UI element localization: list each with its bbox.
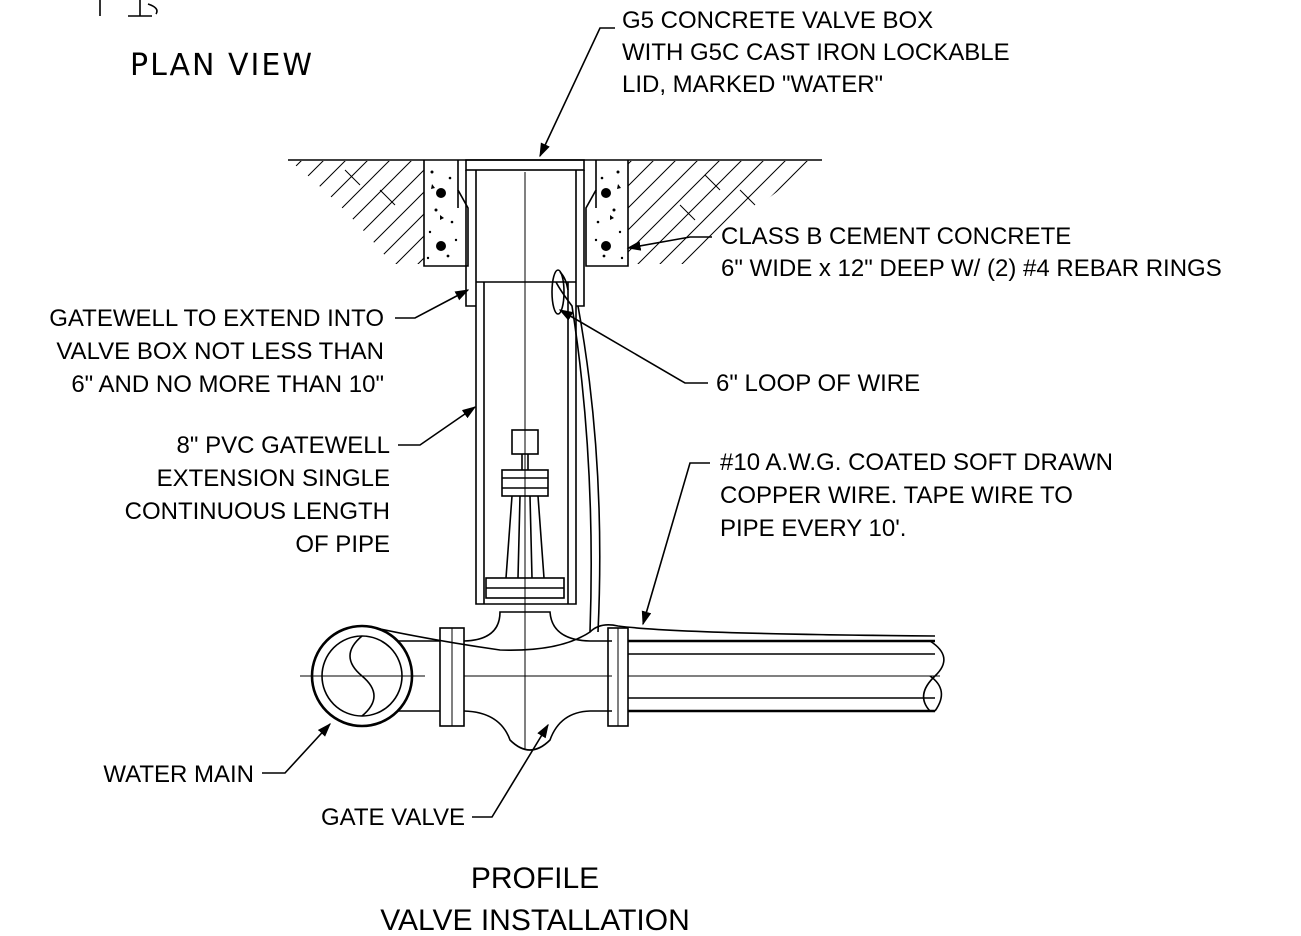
ground-soil bbox=[288, 159, 822, 264]
callout-concrete: CLASS B CEMENT CONCRETE 6" WIDE x 12" DE… bbox=[721, 223, 1222, 282]
pvc-gatewell bbox=[475, 282, 577, 605]
valve-box-line1: G5 CONCRETE VALVE BOX bbox=[622, 7, 933, 34]
valve-box bbox=[465, 159, 585, 307]
profile-subtitle: VALVE INSTALLATION bbox=[380, 904, 690, 936]
profile-title: PROFILE bbox=[471, 862, 599, 895]
leaders bbox=[262, 27, 712, 818]
plan-view-title: PLAN VIEW bbox=[130, 48, 314, 83]
callout-pvc-gatewell: 8" PVC GATEWELL EXTENSION SINGLE CONTINU… bbox=[125, 432, 390, 558]
pvc-gatewell-line3: CONTINUOUS LENGTH bbox=[125, 498, 390, 525]
gatewell-extend-line2: VALVE BOX NOT LESS THAN bbox=[56, 338, 384, 365]
pvc-gatewell-line1: 8" PVC GATEWELL bbox=[177, 432, 390, 459]
water-main-label: WATER MAIN bbox=[103, 761, 254, 788]
concrete-line2: 6" WIDE x 12" DEEP W/ (2) #4 REBAR RINGS bbox=[721, 255, 1222, 282]
gatewell-extend-line1: GATEWELL TO EXTEND INTO bbox=[49, 305, 384, 332]
concrete-collar-left bbox=[423, 160, 469, 267]
callout-gate-valve: GATE VALVE bbox=[321, 804, 465, 831]
callout-copper-wire: #10 A.W.G. COATED SOFT DRAWN COPPER WIRE… bbox=[720, 449, 1113, 542]
gate-valve-label: GATE VALVE bbox=[321, 804, 465, 831]
callout-wire-loop: 6" LOOP OF WIRE bbox=[716, 370, 920, 397]
valve-box-line3: LID, MARKED "WATER" bbox=[622, 71, 883, 98]
copper-wire-line2: COPPER WIRE. TAPE WIRE TO bbox=[720, 482, 1073, 509]
callout-valve-box: G5 CONCRETE VALVE BOX WITH G5C CAST IRON… bbox=[622, 7, 1010, 98]
wire-loop-line1: 6" LOOP OF WIRE bbox=[716, 370, 920, 397]
concrete-collar-right bbox=[585, 160, 629, 267]
valve-box-line2: WITH G5C CAST IRON LOCKABLE bbox=[622, 39, 1010, 66]
concrete-line1: CLASS B CEMENT CONCRETE bbox=[721, 223, 1071, 250]
pvc-gatewell-line2: EXTENSION SINGLE bbox=[157, 465, 390, 492]
copper-wire-line3: PIPE EVERY 10'. bbox=[720, 515, 906, 542]
valve-operator bbox=[485, 429, 565, 599]
gatewell-extend-line3: 6" AND NO MORE THAN 10" bbox=[71, 371, 384, 398]
tracer-wire bbox=[365, 269, 936, 651]
copper-wire-line1: #10 A.W.G. COATED SOFT DRAWN bbox=[720, 449, 1113, 476]
pvc-gatewell-line4: OF PIPE bbox=[295, 531, 390, 558]
water-main bbox=[300, 611, 945, 751]
callout-water-main: WATER MAIN bbox=[103, 761, 254, 788]
callout-gatewell-extend: GATEWELL TO EXTEND INTO VALVE BOX NOT LE… bbox=[49, 305, 384, 398]
plan-view-symbol bbox=[99, 0, 158, 17]
